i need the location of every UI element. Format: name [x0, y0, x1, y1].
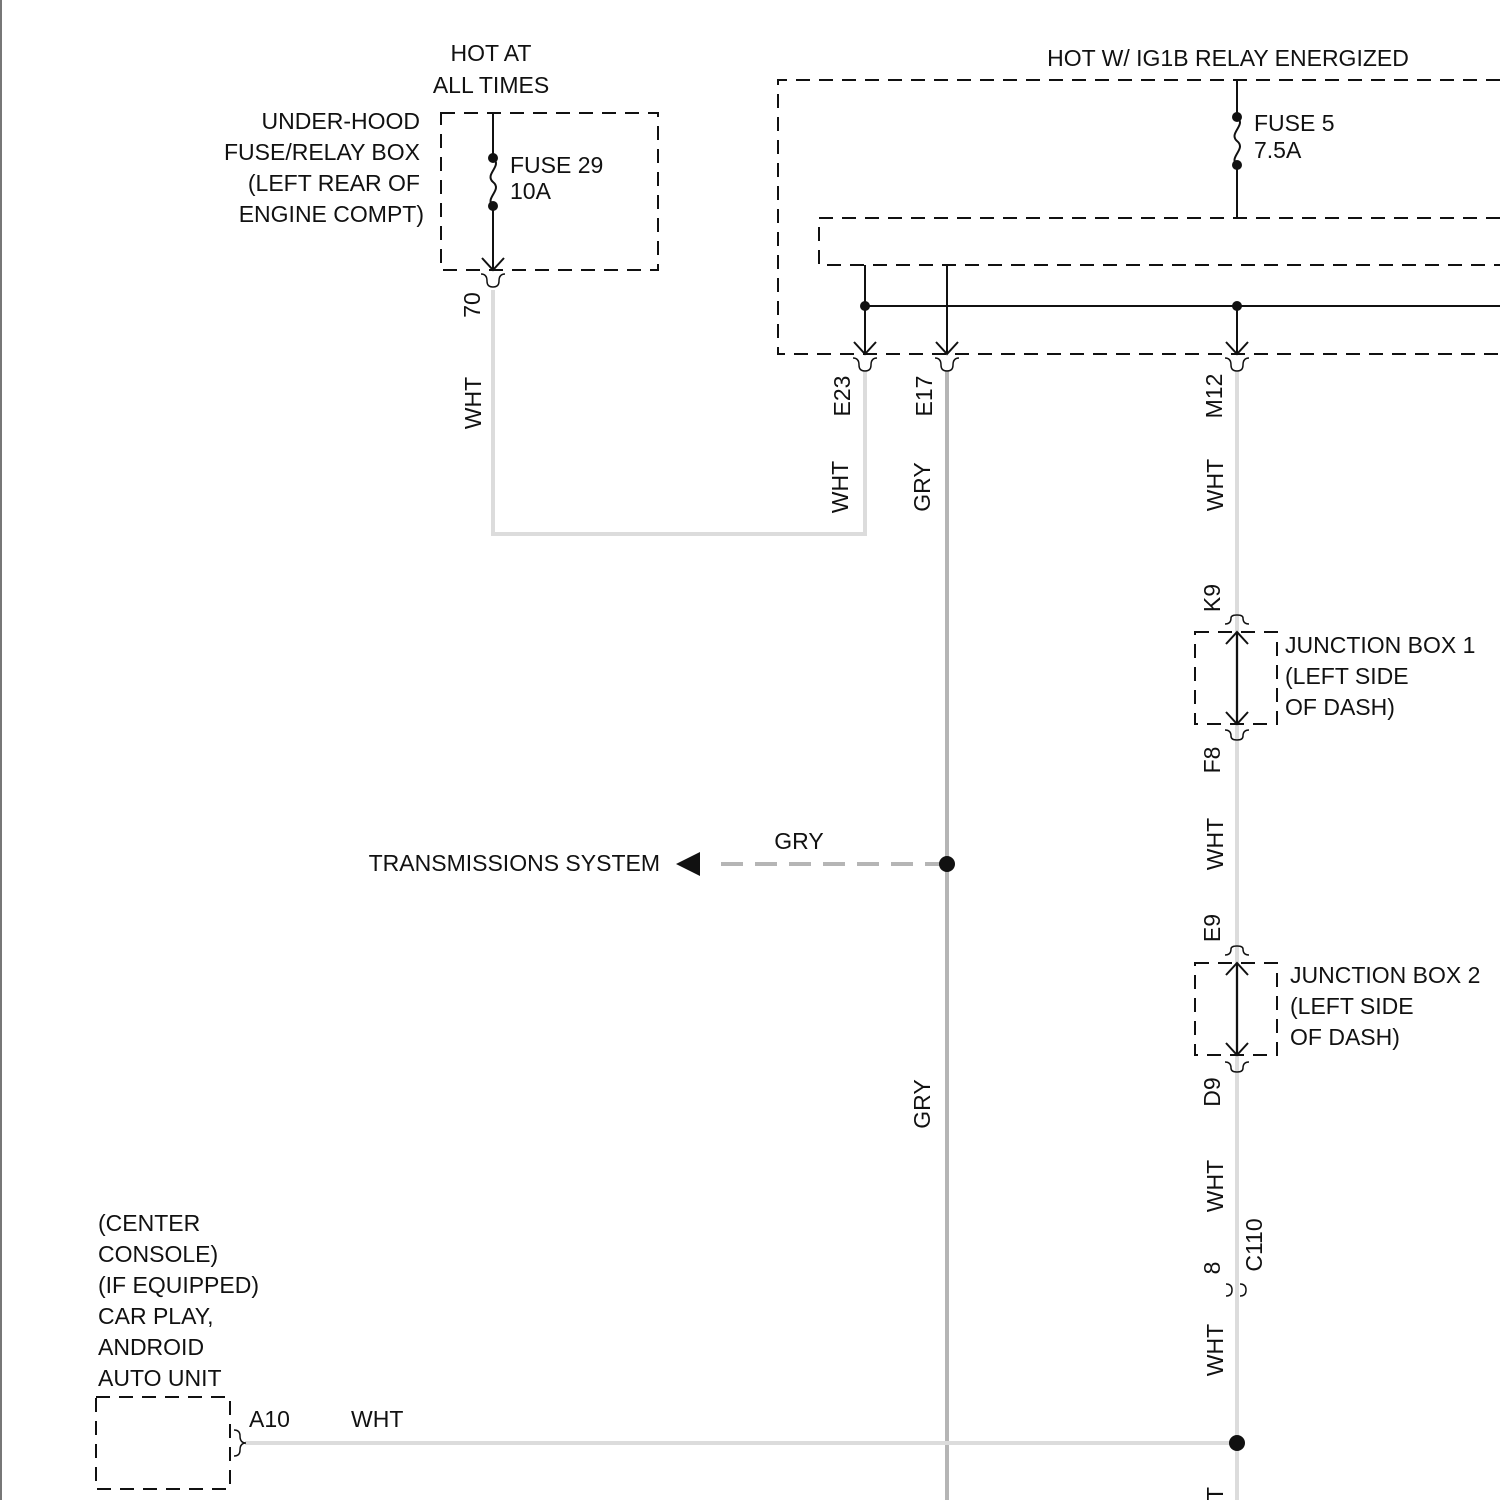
center-console-unit-box [96, 1397, 230, 1489]
terminal-a10: A10 [249, 1406, 290, 1432]
jb2-label-line2: (LEFT SIDE [1290, 993, 1414, 1019]
hot-ig1b-relay-energized: HOT W/ IG1B RELAY ENERGIZED [1047, 45, 1409, 71]
wire-wht-70-to-e23 [493, 290, 865, 534]
ig1b-outer-box [778, 80, 1500, 354]
transmission-system-label: TRANSMISSIONS SYSTEM [369, 850, 660, 876]
underhood-label-line3: (LEFT REAR OF [248, 170, 420, 196]
transmission-arrow-icon [676, 852, 700, 876]
jb1-passthrough-arrow [1226, 632, 1248, 724]
wire-color-f8-wht: WHT [1202, 818, 1228, 870]
jb2-passthrough-arrow [1226, 963, 1248, 1055]
wire-color-d9-wht: WHT [1202, 1160, 1228, 1212]
fuse-5-name: FUSE 5 [1254, 110, 1335, 136]
connector-e23-symbol [853, 358, 877, 371]
splice-wht-center-console [1229, 1435, 1245, 1451]
c110-pin-8: 8 [1199, 1262, 1225, 1275]
wire-color-m12-wht: WHT [1202, 459, 1228, 511]
console-label-line6: AUTO UNIT [98, 1365, 222, 1391]
terminal-m12: M12 [1201, 374, 1227, 419]
c110-name: C110 [1241, 1218, 1267, 1271]
ig1b-internal-bus [854, 265, 1500, 354]
splice-gry-transmission [939, 856, 955, 872]
underhood-label-line4: ENGINE COMPT) [239, 201, 424, 227]
hot-at-all-times-line2: ALL TIMES [433, 72, 549, 98]
jb2-label-line1: JUNCTION BOX 2 [1290, 962, 1480, 988]
connector-a10-symbol [234, 1430, 246, 1456]
fuse-29-rating: 10A [510, 178, 552, 204]
connector-e17-symbol [935, 358, 959, 371]
jb1-terminal-k9: K9 [1199, 584, 1225, 612]
jb1-terminal-f8: F8 [1199, 747, 1225, 774]
console-label-line2: CONSOLE) [98, 1241, 218, 1267]
wire-color-a10-wht: WHT [351, 1406, 403, 1432]
wire-color-e23-wht: WHT [827, 461, 853, 513]
jb2-terminal-e9: E9 [1199, 914, 1225, 942]
jb1-label-line3: OF DASH) [1285, 694, 1395, 720]
terminal-70: 70 [459, 292, 485, 318]
wire-color-bottom-partial: T [1202, 1487, 1228, 1500]
connector-70-symbol [481, 274, 505, 287]
wire-color-transmission-gry: GRY [774, 828, 823, 854]
wire-color-e17-gry: GRY [909, 462, 935, 511]
fuse-29-symbol [482, 113, 504, 270]
jb1-label-line2: (LEFT SIDE [1285, 663, 1409, 689]
fuse-29-name: FUSE 29 [510, 152, 603, 178]
terminal-e17: E17 [911, 376, 937, 417]
fuse-5-symbol [1232, 80, 1242, 218]
console-label-line5: ANDROID [98, 1334, 204, 1360]
ig1b-inner-box [819, 218, 1500, 265]
jb2-label-line3: OF DASH) [1290, 1024, 1400, 1050]
terminal-e23: E23 [829, 376, 855, 417]
hot-at-all-times-line1: HOT AT [451, 40, 532, 66]
jb2-terminal-d9: D9 [1199, 1077, 1225, 1106]
wire-color-70-wht: WHT [460, 377, 486, 429]
console-label-line3: (IF EQUIPPED) [98, 1272, 259, 1298]
underhood-label-line1: UNDER-HOOD [262, 108, 420, 134]
wire-color-gry-main: GRY [909, 1079, 935, 1128]
console-label-line4: CAR PLAY, [98, 1303, 213, 1329]
wire-color-c110-wht: WHT [1202, 1324, 1228, 1376]
jb1-label-line1: JUNCTION BOX 1 [1285, 632, 1475, 658]
console-label-line1: (CENTER [98, 1210, 200, 1236]
connector-m12-symbol [1225, 358, 1249, 371]
fuse-5-rating: 7.5A [1254, 137, 1302, 163]
underhood-label-line2: FUSE/RELAY BOX [224, 139, 420, 165]
